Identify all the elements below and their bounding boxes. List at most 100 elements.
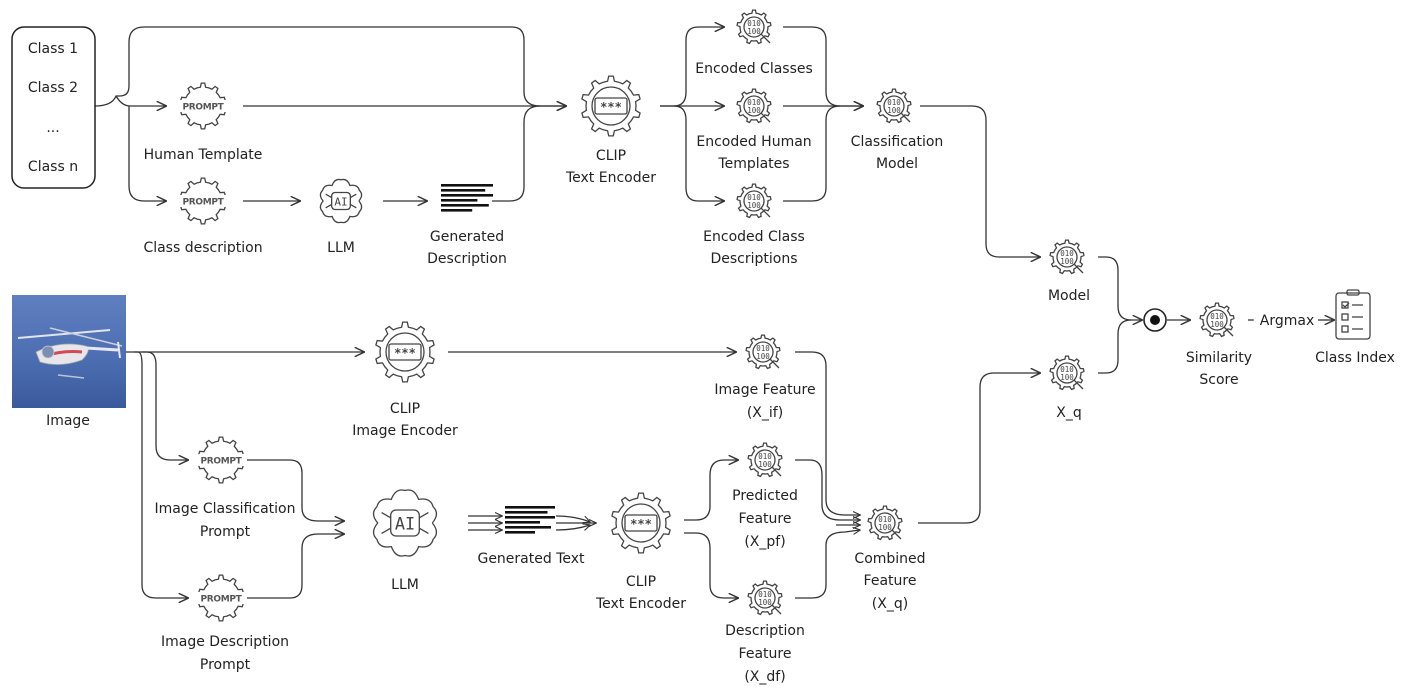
ai-brain-icon: AI (372, 489, 438, 557)
class-item-1: Class 1 (28, 41, 78, 57)
clip-text-bottom-label-2: Text Encoder (595, 596, 686, 612)
argmax-label: Argmax (1260, 313, 1314, 329)
classification-model-label-1: Classification (851, 134, 944, 150)
svg-text:100: 100 (758, 598, 772, 607)
class-description-label: Class description (143, 240, 262, 256)
description-feature-label-3: (X_df) (744, 669, 785, 685)
combined-feature-label-1: Combined (854, 551, 925, 567)
prompt-gear-icon: PROMPT (177, 177, 229, 225)
generated-text-label: Generated Text (477, 551, 585, 567)
image-feature-label-1: Image Feature (714, 382, 815, 398)
svg-text:010: 010 (878, 515, 892, 524)
predicted-feature-label-3: (X_pf) (744, 534, 785, 550)
image-description-prompt-label-1: Image Description (161, 634, 289, 650)
human-template-label: Human Template (144, 147, 263, 163)
llm-top-label: LLM (327, 240, 355, 256)
class-item-ellipsis: ... (46, 120, 59, 136)
predicted-feature-label-1: Predicted (732, 488, 798, 504)
prompt-gear-icon: PROMPT (195, 436, 247, 484)
svg-text:100: 100 (1060, 373, 1074, 382)
svg-text:100: 100 (758, 460, 772, 469)
combined-feature-label-2: Feature (864, 573, 917, 589)
description-feature-label-2: Feature (739, 646, 792, 662)
svg-text:PROMPT: PROMPT (182, 103, 224, 113)
image-description-prompt-label-2: Prompt (200, 657, 251, 673)
svg-text:010: 010 (1210, 312, 1224, 321)
checklist-icon (1335, 289, 1371, 340)
labels-layer: Class 1 Class 2 ... Class n Human Templa… (28, 41, 1395, 685)
clip-text-top-label-1: CLIP (596, 148, 626, 164)
xq-label: X_q (1056, 405, 1081, 421)
encoded-human-templates-label-2: Templates (717, 156, 789, 172)
svg-text:PROMPT: PROMPT (200, 457, 242, 467)
image-classification-prompt-label-2: Prompt (200, 524, 251, 540)
similarity-score-label-2: Score (1199, 372, 1238, 388)
clip-text-bottom-label-1: CLIP (626, 574, 656, 590)
encoded-human-templates-label-1: Encoded Human (696, 134, 811, 150)
svg-text:100: 100 (1210, 320, 1224, 329)
prompt-gear-icon: PROMPT (195, 574, 247, 622)
image-feature-label-2: (X_if) (747, 405, 783, 421)
image-classification-prompt-label-1: Image Classification (155, 501, 296, 517)
svg-text:PROMPT: PROMPT (182, 198, 224, 208)
image-label: Image (46, 413, 90, 429)
encoder-gear-icon: *** (581, 75, 641, 137)
encoded-class-descriptions-label-2: Descriptions (710, 251, 797, 267)
svg-text:100: 100 (747, 201, 761, 210)
class-list-box (11, 26, 96, 189)
encoded-class-descriptions-label-1: Encoded Class (703, 229, 805, 245)
encoder-gear-icon: *** (611, 492, 671, 554)
connectors (94, 27, 1334, 598)
clip-image-label-2: Image Encoder (352, 423, 458, 439)
ai-brain-icon: AI (319, 178, 363, 224)
predicted-feature-label-2: Feature (739, 511, 792, 527)
encoder-gear-icon: *** (375, 321, 435, 383)
dot-product-icon (1143, 308, 1167, 332)
svg-text:010: 010 (747, 19, 761, 28)
encoded-classes-label: Encoded Classes (695, 61, 813, 77)
svg-text:100: 100 (887, 106, 901, 115)
class-item-n: Class n (28, 159, 78, 175)
svg-text:***: *** (394, 346, 416, 360)
svg-text:AI: AI (334, 195, 347, 208)
svg-text:100: 100 (878, 523, 892, 532)
svg-text:010: 010 (1060, 249, 1074, 258)
svg-text:010: 010 (758, 452, 772, 461)
classification-model-label-2: Model (876, 156, 918, 172)
combined-feature-label-3: (X_q) (872, 596, 908, 612)
svg-text:010: 010 (887, 98, 901, 107)
svg-text:010: 010 (747, 193, 761, 202)
svg-text:010: 010 (758, 590, 772, 599)
svg-text:AI: AI (395, 514, 415, 534)
svg-text:100: 100 (756, 352, 770, 361)
description-feature-label-1: Description (725, 623, 805, 639)
class-item-2: Class 2 (28, 80, 78, 96)
svg-text:010: 010 (1060, 365, 1074, 374)
input-image (12, 295, 126, 408)
svg-text:PROMPT: PROMPT (200, 595, 242, 605)
llm-bottom-label: LLM (391, 577, 419, 593)
svg-text:010: 010 (756, 344, 770, 353)
svg-text:100: 100 (747, 27, 761, 36)
text-lines-icon (505, 506, 555, 534)
model-label: Model (1048, 288, 1090, 304)
clip-image-label-1: CLIP (390, 401, 420, 417)
svg-text:***: *** (630, 517, 652, 531)
svg-text:***: *** (600, 100, 622, 114)
svg-text:010: 010 (747, 98, 761, 107)
text-lines-icon (441, 184, 493, 212)
svg-text:100: 100 (1060, 257, 1074, 266)
